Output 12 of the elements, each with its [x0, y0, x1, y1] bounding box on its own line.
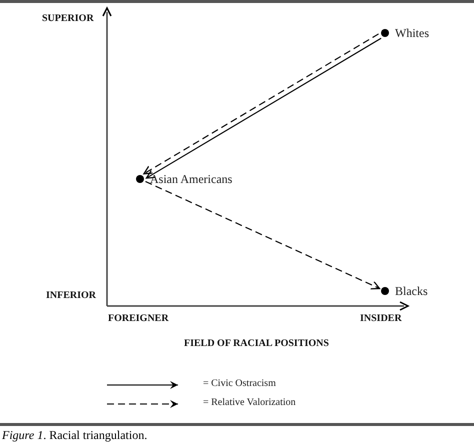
- group-label: Asian Americans: [150, 172, 232, 186]
- axis-label: FOREIGNER: [108, 313, 169, 324]
- legend-text: = Civic Ostracism: [203, 378, 276, 389]
- group-label: Blacks: [395, 284, 428, 298]
- axis-title: FIELD OF RACIAL POSITIONS: [184, 338, 329, 349]
- caption: Figure 1. Racial triangulation.: [2, 428, 148, 443]
- group-label: Whites: [395, 26, 429, 40]
- legend-text: = Relative Valorization: [203, 397, 296, 408]
- arrow: [145, 181, 380, 290]
- axis-label: SUPERIOR: [42, 13, 94, 24]
- axis-label: INFERIOR: [46, 290, 96, 301]
- axis-label: INSIDER: [360, 313, 402, 324]
